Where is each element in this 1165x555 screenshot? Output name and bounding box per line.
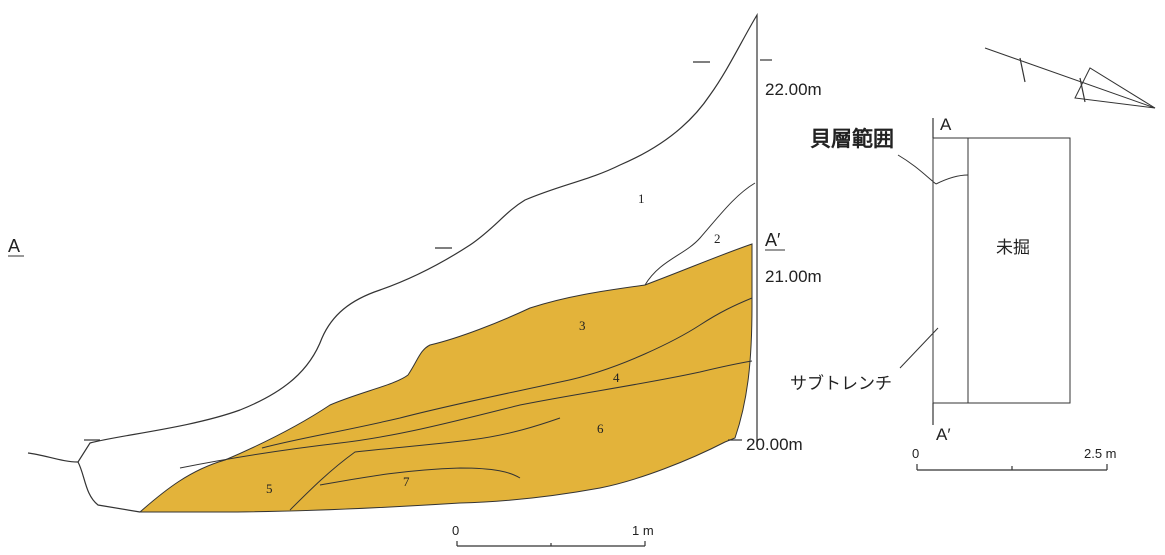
plan-scale-bar: 0 2.5 m (912, 446, 1117, 471)
shell-extent-label: 貝層範囲 (810, 127, 894, 151)
layer-number-5: 5 (266, 481, 273, 496)
ground-surface-line (27, 12, 758, 463)
layer-number-4: 4 (613, 370, 620, 385)
layer-number-6: 6 (597, 421, 604, 436)
ground-base-line (77, 461, 141, 513)
layer-4-6-boundary (179, 360, 753, 469)
plan-scale-start: 0 (912, 446, 919, 461)
plan-scale-end: 2.5 m (1084, 446, 1117, 461)
section-scale-end: 1 m (632, 523, 654, 538)
elevation-label-22m: 22.00m (765, 80, 822, 99)
shell-extent-line (935, 174, 969, 185)
layer-number-3: 3 (579, 318, 586, 333)
elevation-label-20m: 20.00m (746, 435, 803, 454)
layer-3-4-boundary (261, 297, 753, 449)
section-label-left: A (8, 236, 20, 256)
section-scale-start: 0 (452, 523, 459, 538)
layer-5-6-boundary (289, 417, 561, 511)
shell-extent-leader (897, 154, 937, 185)
section-label-right: A′ (765, 230, 781, 250)
trench-outline (932, 137, 1071, 404)
plan-label-bottom: A′ (936, 425, 951, 444)
plan-label-top: A (940, 115, 952, 134)
layer-7-boundary (319, 467, 521, 486)
cross-section: A A′ 22.00m 21.00m 20.00m 1 2 3 4 5 6 7 … (8, 12, 822, 547)
unexcavated-label: 未掘 (996, 238, 1030, 258)
elevation-label-21m: 21.00m (765, 267, 822, 286)
subtrench-leader (899, 327, 939, 369)
subtrench-label: サブトレンチ (790, 373, 892, 394)
shell-layer-fill (138, 243, 753, 513)
layer-number-7: 7 (403, 474, 410, 489)
layer-number-1: 1 (638, 191, 645, 206)
layer-2-boundary (644, 182, 756, 286)
section-scale-bar: 0 1 m (452, 523, 654, 547)
north-arrow-icon (984, 47, 1156, 109)
plan-view: A A′ 貝層範囲 未掘 サブトレンチ 0 2.5 m (790, 115, 1117, 471)
layer-number-2: 2 (714, 231, 721, 246)
